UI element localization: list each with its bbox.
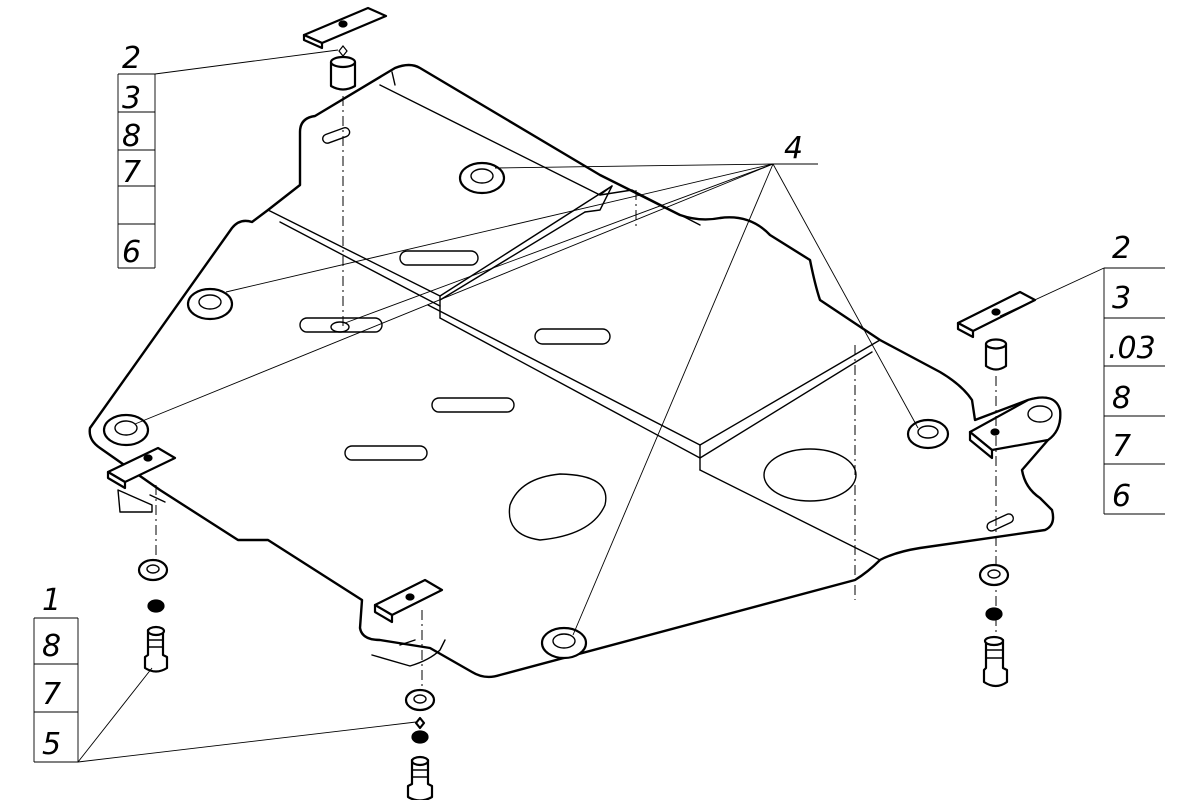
callout-bottom-left-3: 7 — [42, 677, 61, 712]
callout-top-left-4: 7 — [122, 155, 141, 190]
callout-right-4: 8 — [1112, 381, 1131, 416]
boss — [906, 418, 950, 450]
bracket-bottom — [373, 578, 444, 624]
left-fastener-stack — [137, 485, 169, 673]
callout-right-6: 6 — [1112, 479, 1131, 514]
callout-center: 4 — [784, 131, 803, 166]
skid-plate — [88, 63, 1062, 679]
callout-bottom-left-2: 8 — [42, 629, 61, 664]
callout-top-left-5: 6 — [122, 235, 141, 270]
callout-table-bottom-left: 1 8 7 5 — [33, 583, 79, 762]
callout-bottom-left-1: 1 — [42, 583, 61, 618]
boss — [186, 287, 234, 321]
top-left-fastener-stack — [302, 6, 388, 330]
boss — [458, 161, 506, 195]
callout-top-left-3: 8 — [122, 119, 141, 154]
bracket-right — [968, 396, 1062, 460]
callout-right-5: 7 — [1112, 429, 1131, 464]
callout-bottom-left-4: 5 — [42, 727, 61, 762]
bracket-left — [106, 446, 177, 490]
bottom-fastener-stack — [404, 610, 436, 800]
right-fastener-stack — [956, 290, 1037, 688]
callout-top-left-1: 2 — [122, 41, 141, 76]
callout-right-1: 2 — [1112, 231, 1131, 266]
boss — [540, 626, 588, 660]
callout-table-top-left: 2 3 8 7 6 — [117, 41, 156, 270]
callout-table-right: 2 3 .03 8 7 6 — [1103, 231, 1165, 515]
callout-top-left-2: 3 — [122, 81, 141, 116]
callout-right-3: .03 — [1108, 331, 1156, 366]
callout-right-2: 3 — [1112, 281, 1131, 316]
boss — [102, 413, 150, 447]
